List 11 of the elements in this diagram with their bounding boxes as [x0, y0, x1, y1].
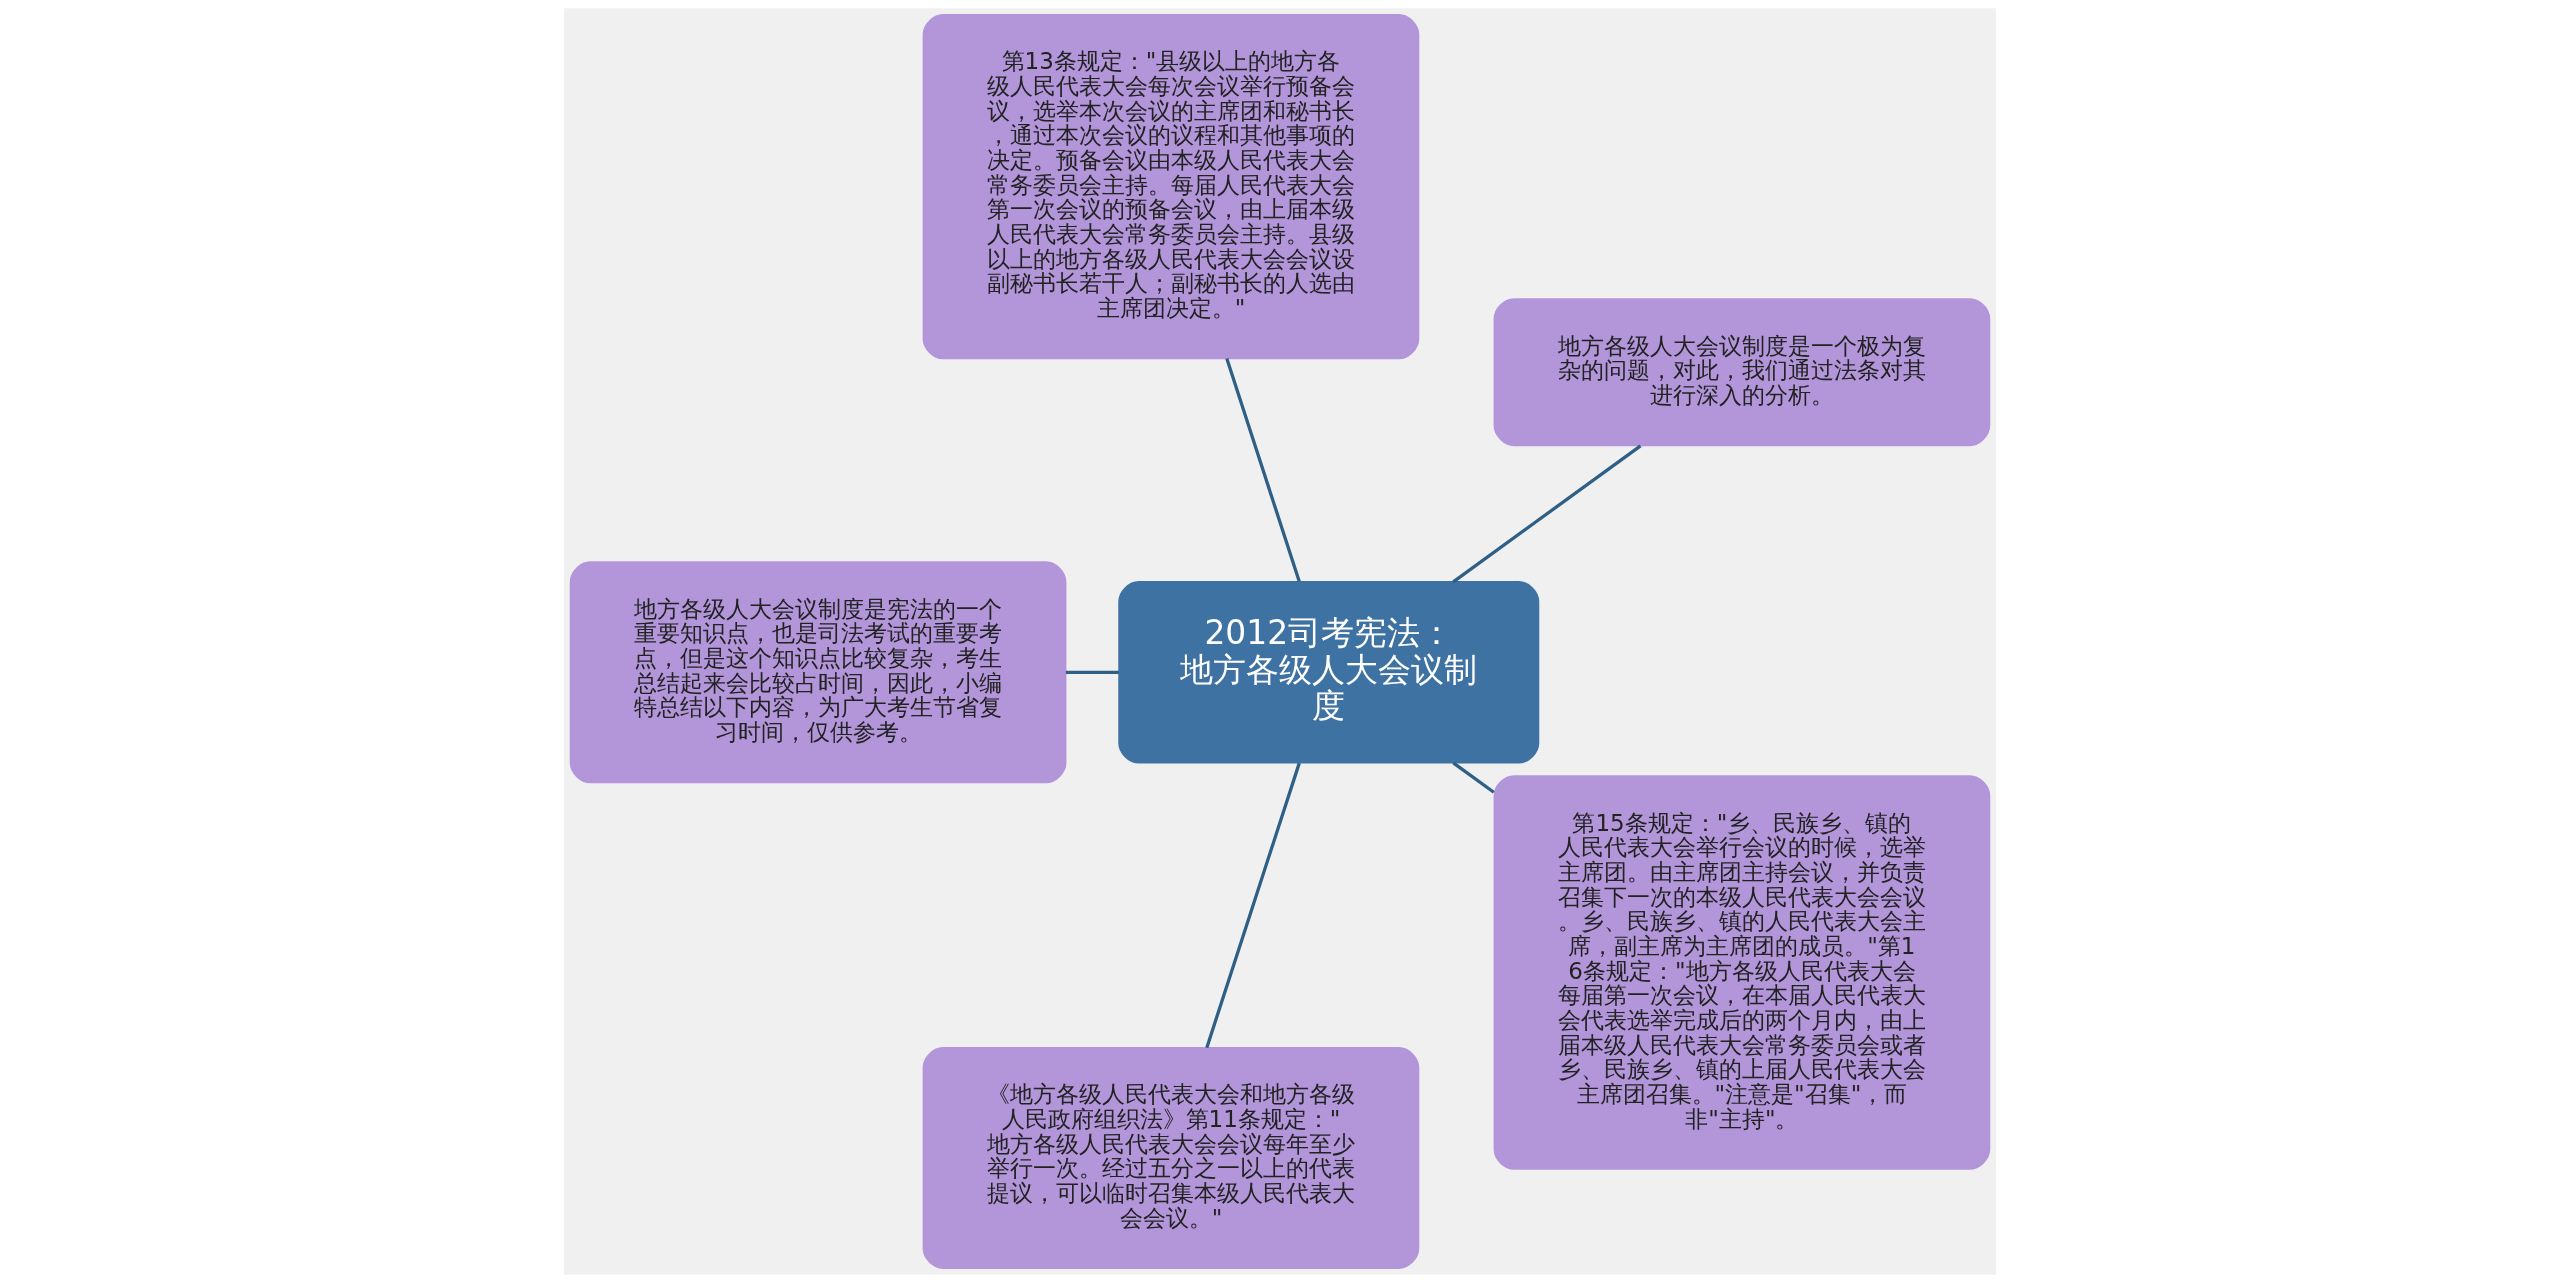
connector — [1452, 444, 1642, 584]
connector — [1225, 358, 1301, 583]
connector — [1065, 670, 1119, 674]
connector — [1452, 761, 1495, 794]
connector — [1205, 762, 1301, 1049]
node-box: 《地方各级人民代表大会和地方各级人民政府组织法》第11条规定："地方各级人民代表大会会议每年至少举行一次。经过五分之一以上的代表提议，可以临时召集本级人民代表大会会议。" — [922, 1047, 1420, 1270]
node-box: 2012司考宪法：地方各级人大会议制度 — [1118, 581, 1540, 764]
node-box: 地方各级人大会议制度是一个极为复杂的问题，对此，我们通过法条对其进行深入的分析。 — [1493, 298, 1991, 447]
node-box: 第13条规定："县级以上的地方各级人民代表大会每次会议举行预备会议，选举本次会议的主席团和秘书长，通过本次会议的议程和其他事项的决定。预备会议由本级人民代表大会常务委员会主持。每届人民代表大会第一次会议的预备会议，由上届本级人民代表大会常务委员会主持。县级以上的地方各级人民代表大会会议设副秘书长若干人；副秘书长的人选由主席团决定。" — [922, 13, 1420, 360]
node-box: 第15条规定："乡、民族乡、镇的人民代表大会举行会议的时候，选举主席团。由主席团主持会议，并负责召集下一次的本级人民代表大会会议。乡、民族乡、镇的人民代表大会主席，副主席为主席团的成员。"第16条规定："地方各级人民代表大会每届第一次会议，在本届人民代表大会代表选举完成后的两个月内，由上届本级人民代表大会常务委员会或者乡、民族乡、镇的上届人民代表大会主席团召集。"注意是"召集"，而非"主持"。 — [1493, 775, 1991, 1170]
node-box: 地方各级人大会议制度是宪法的一个重要知识点，也是司法考试的重要考点，但是这个知识点比较复杂，考生总结起来会比较占时间，因此，小编特总结以下内容，为广大考生节省复习时间，仅供参考。 — [569, 561, 1067, 784]
